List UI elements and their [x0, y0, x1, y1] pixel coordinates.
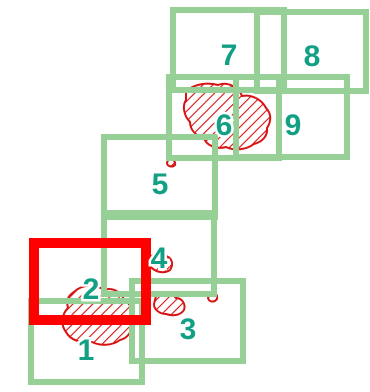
box-label-9: 9 [285, 109, 302, 142]
box-label-4: 4 [151, 242, 168, 275]
box-label-3: 3 [180, 313, 197, 346]
box-label-7: 7 [221, 39, 238, 72]
box-label-2: 2 [83, 273, 100, 306]
box-label-6: 6 [216, 109, 233, 142]
box-label-8: 8 [304, 40, 321, 73]
box-label-5: 5 [152, 168, 169, 201]
box-label-1: 1 [78, 334, 95, 367]
